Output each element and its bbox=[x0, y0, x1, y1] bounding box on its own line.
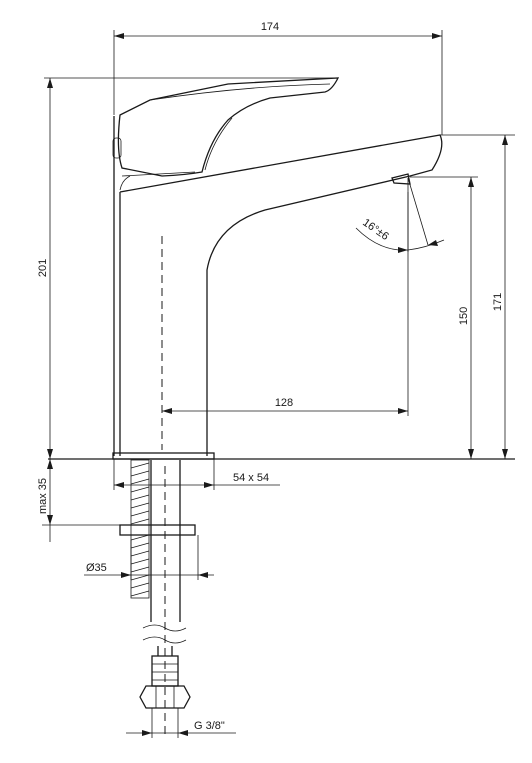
under-counter-assembly bbox=[119, 459, 196, 709]
hex-nut bbox=[139, 685, 191, 709]
dim-54x54: 54 x 54 bbox=[113, 459, 280, 490]
dim-thread-label: G 3/8" bbox=[194, 720, 225, 732]
dim-max35: max 35 bbox=[37, 459, 120, 542]
dim-max35-label: max 35 bbox=[37, 478, 49, 514]
spout-outline bbox=[113, 116, 443, 456]
dim-54x54-label: 54 x 54 bbox=[233, 472, 269, 484]
lever-handle bbox=[117, 77, 340, 177]
faucet-body bbox=[112, 77, 443, 456]
hex-nut-faces bbox=[155, 686, 175, 708]
dim-171: 171 bbox=[440, 134, 515, 459]
dim-angle: 16°±6 bbox=[355, 177, 445, 253]
mounting-plate bbox=[119, 524, 196, 536]
dim-171-label: 171 bbox=[492, 293, 504, 311]
dim-174: 174 bbox=[113, 21, 443, 135]
lever-base-line bbox=[121, 171, 196, 177]
dim-diameter: Ø35 bbox=[84, 535, 214, 580]
base-plate bbox=[112, 452, 215, 460]
dim-128: 128 bbox=[162, 178, 409, 416]
angle-ray bbox=[407, 177, 429, 246]
countertop bbox=[48, 452, 515, 460]
body-shoulder bbox=[119, 175, 131, 191]
threaded-rod bbox=[130, 459, 150, 599]
lever-inner-line bbox=[149, 83, 331, 101]
dim-150-label: 150 bbox=[458, 307, 470, 325]
dim-thread: G 3/8" bbox=[126, 708, 236, 738]
dim-angle-label: 16°±6 bbox=[360, 217, 390, 243]
lever-inner-curve bbox=[204, 117, 233, 171]
dim-diameter-label: Ø35 bbox=[86, 562, 107, 574]
rod-thread-hatch bbox=[130, 462, 150, 597]
dim-174-label: 174 bbox=[261, 21, 279, 33]
dim-150: 150 bbox=[410, 176, 478, 459]
dim-201: 201 bbox=[37, 77, 338, 459]
dim-128-label: 128 bbox=[275, 397, 293, 409]
cartridge-knob bbox=[112, 137, 122, 159]
dim-201-label: 201 bbox=[37, 259, 49, 277]
